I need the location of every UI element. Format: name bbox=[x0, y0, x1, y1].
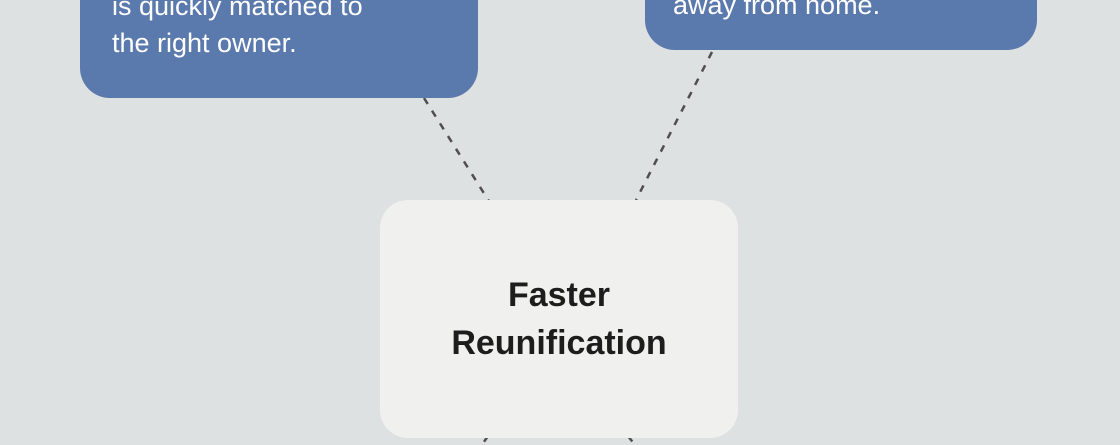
benefit-node-right-text-line1: away from home. bbox=[673, 0, 881, 20]
center-node-text-line2: Reunification bbox=[451, 324, 667, 362]
connector-right-to-center bbox=[634, 51, 714, 201]
center-node-faster-reunification: Faster Reunification bbox=[380, 200, 738, 438]
benefit-node-left-text-line2: the right owner. bbox=[112, 28, 297, 58]
center-node-text-line1: Faster bbox=[507, 276, 611, 314]
benefit-node-left-text-line1: is quickly matched to bbox=[112, 0, 363, 21]
benefit-node-left: is quickly matched to the right owner. bbox=[80, 0, 478, 98]
connector-left-to-center bbox=[422, 97, 494, 207]
benefit-node-right: away from home. bbox=[645, 0, 1037, 50]
